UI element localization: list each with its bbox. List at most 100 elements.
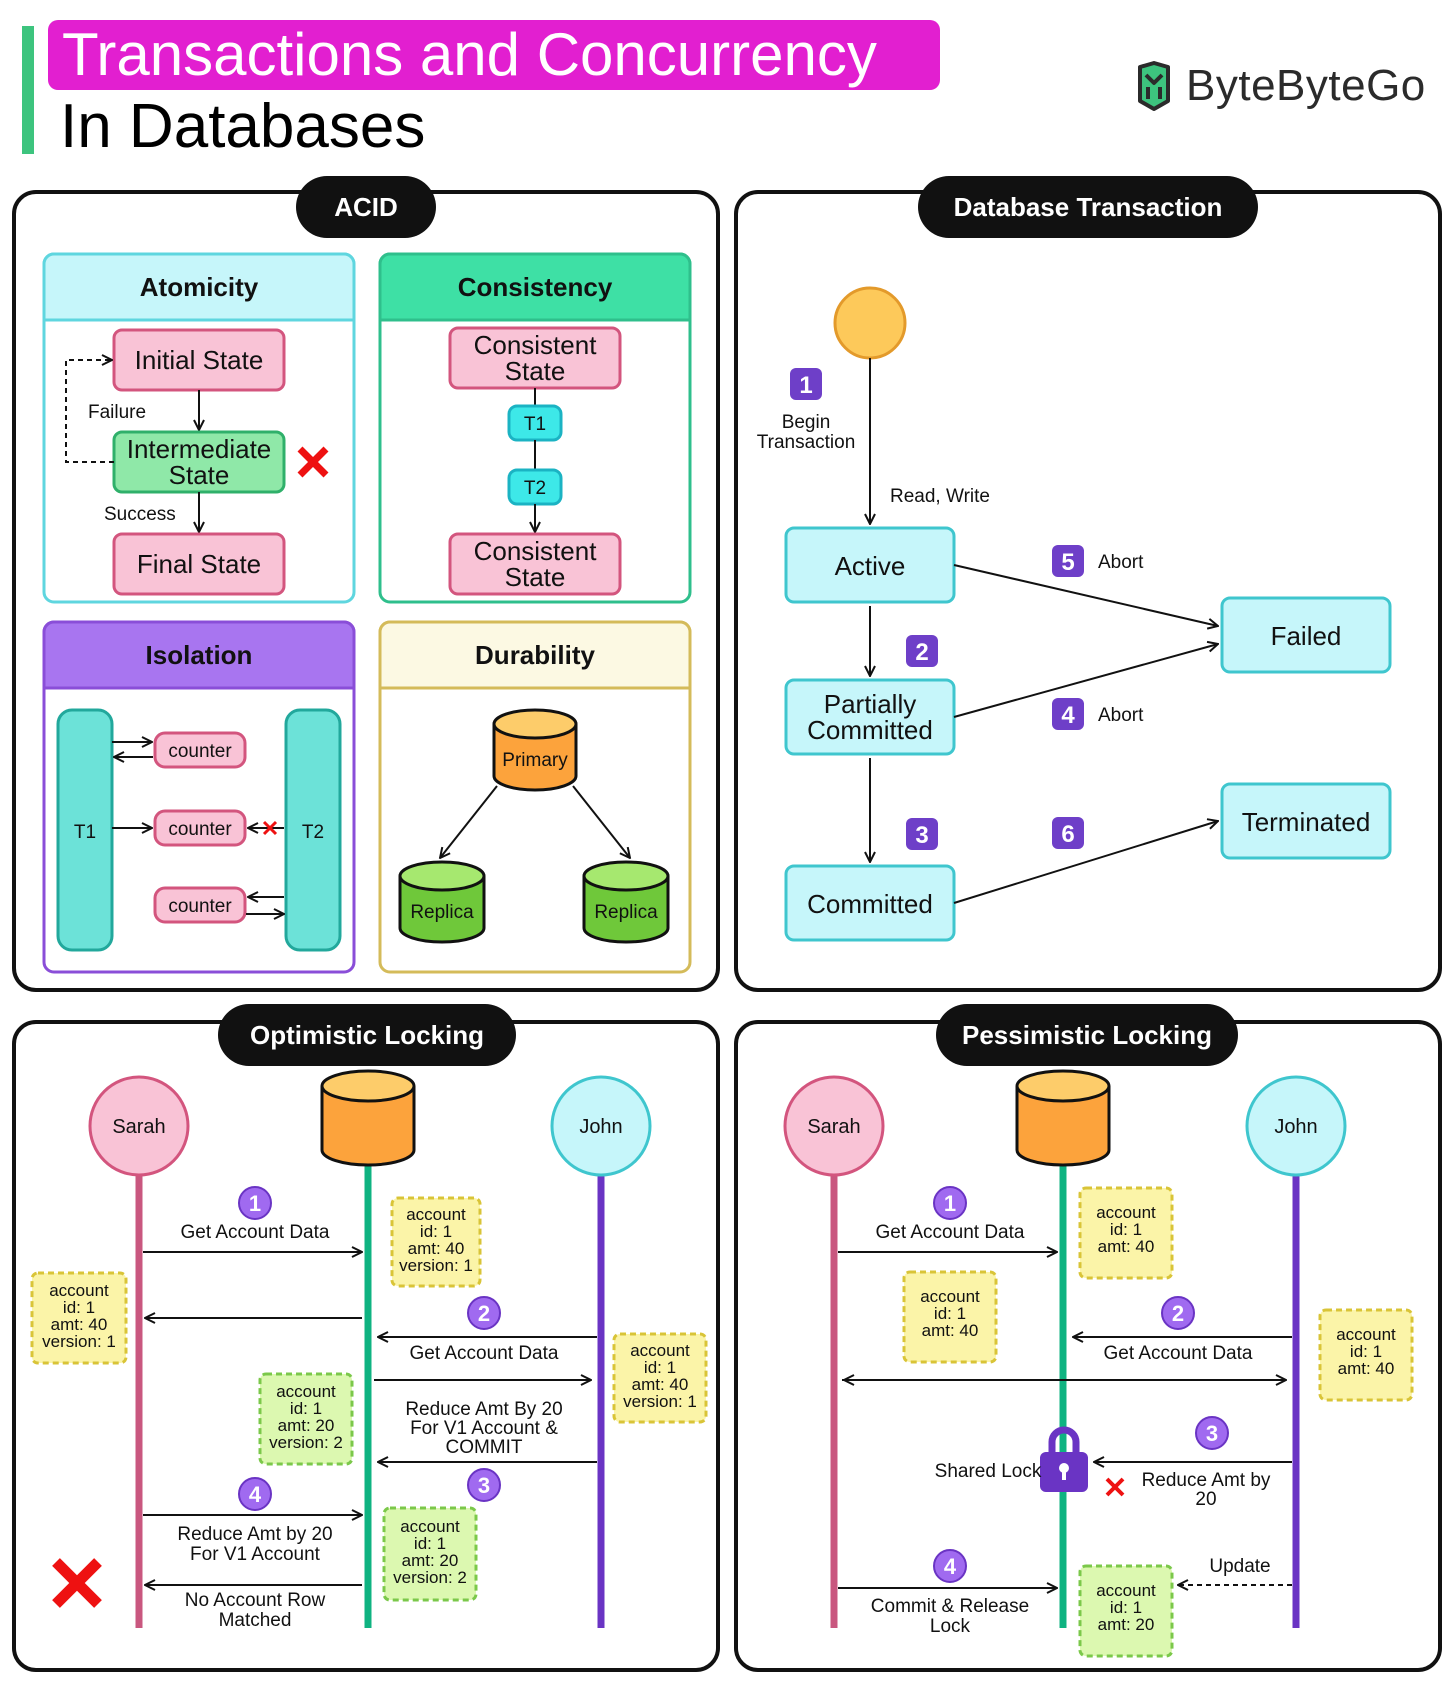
pes-note-sarah: account id: 1 amt: 40 xyxy=(902,1270,998,1364)
pes-note-john: account id: 1 amt: 40 xyxy=(1318,1308,1414,1402)
opt-reduce-commit-l1: Reduce Amt By 20 xyxy=(405,1399,562,1420)
state-terminated xyxy=(1220,782,1392,860)
svg-text:amt: 40: amt: 40 xyxy=(1338,1359,1395,1378)
svg-text:id: 1: id: 1 xyxy=(644,1358,676,1377)
consistent-state-top-l2: State xyxy=(505,356,566,386)
active-label: Active xyxy=(835,551,906,581)
svg-text:2: 2 xyxy=(915,639,928,666)
svg-text:3: 3 xyxy=(1206,1421,1218,1446)
pes-get-data-1: Get Account Data xyxy=(876,1222,1025,1243)
lock-icon xyxy=(1040,1426,1088,1492)
isolation-t2: T2 xyxy=(302,822,324,843)
opt-no-row-l2: Matched xyxy=(219,1610,292,1631)
pes-commit-l1: Commit & Release xyxy=(871,1596,1029,1617)
isolation-header: Isolation xyxy=(146,640,253,670)
consistency-t2: T2 xyxy=(524,478,546,499)
opt-step-3 xyxy=(467,1468,501,1502)
start-node xyxy=(833,286,907,360)
pes-update-label: Update xyxy=(1209,1556,1270,1577)
p-john-label: John xyxy=(1274,1116,1317,1138)
failure-label: Failure xyxy=(88,402,146,423)
svg-text:amt: 40: amt: 40 xyxy=(1098,1237,1155,1256)
isolation-t1: T1 xyxy=(74,822,96,843)
sarah-avatar xyxy=(783,1075,885,1177)
pes-step-1 xyxy=(933,1186,967,1220)
consistency-header: Consistency xyxy=(458,272,613,302)
svg-text:id: 1: id: 1 xyxy=(420,1222,452,1241)
svg-text:amt: 20: amt: 20 xyxy=(402,1551,459,1570)
john-avatar xyxy=(550,1075,652,1177)
svg-text:id: 1: id: 1 xyxy=(934,1304,966,1323)
svg-text:version: 1: version: 1 xyxy=(42,1332,116,1351)
svg-text:id: 1: id: 1 xyxy=(1350,1342,1382,1361)
svg-text:account: account xyxy=(406,1205,466,1224)
atomicity-header: Atomicity xyxy=(140,272,259,302)
counter-3: counter xyxy=(168,896,232,917)
svg-text:id: 1: id: 1 xyxy=(1110,1598,1142,1617)
opt-reduce-v1-l2: For V1 Account xyxy=(190,1544,321,1565)
abort-label-5: Abort xyxy=(1098,552,1144,573)
svg-text:account: account xyxy=(630,1341,690,1360)
brand: ByteByteGo xyxy=(1134,58,1426,114)
step-badge-5 xyxy=(1052,545,1084,577)
opt-note-green-2: account id: 1 amt: 20 version: 2 xyxy=(382,1506,478,1602)
replica-db-icon: Replica xyxy=(582,860,670,944)
fail-x-icon xyxy=(297,446,329,478)
intermediate-state-l2: State xyxy=(169,460,230,490)
replica-label-left: Replica xyxy=(410,902,474,923)
step-badge-6 xyxy=(1052,817,1084,849)
svg-text:3: 3 xyxy=(478,1473,490,1498)
svg-text:2: 2 xyxy=(1172,1301,1184,1326)
john-label: John xyxy=(579,1116,622,1138)
svg-text:account: account xyxy=(920,1287,980,1306)
acid-label: ACID xyxy=(334,192,398,222)
begin-label-l2: Transaction xyxy=(757,432,856,453)
pes-note-1: account id: 1 amt: 40 xyxy=(1078,1186,1174,1280)
optimistic-panel: Optimistic Locking Sarah John 1 Get Acco… xyxy=(12,1004,720,1672)
database-icon xyxy=(1015,1069,1111,1167)
svg-text:1: 1 xyxy=(944,1191,956,1216)
state-failed xyxy=(1220,596,1392,674)
svg-text:account: account xyxy=(1096,1203,1156,1222)
transaction-panel: Database Transaction 1 Begin Transaction… xyxy=(734,176,1442,992)
initial-state: Initial State xyxy=(135,345,264,375)
svg-text:account: account xyxy=(400,1517,460,1536)
acid-panel: ACID Atomicity Initial State Failure Int… xyxy=(12,176,720,992)
durability-header: Durability xyxy=(475,640,595,670)
pes-note-green: account id: 1 amt: 20 xyxy=(1078,1564,1174,1658)
primary-db-icon: Primary xyxy=(492,708,578,792)
failed-label: Failed xyxy=(1271,621,1342,651)
p-sarah-label: Sarah xyxy=(807,1116,860,1138)
sarah-avatar xyxy=(88,1075,190,1177)
consistent-state-bottom-l1: Consistent xyxy=(474,536,598,566)
primary-label: Primary xyxy=(502,750,568,771)
opt-get-data-2: Get Account Data xyxy=(410,1343,559,1364)
title-accent-bar xyxy=(22,26,34,154)
svg-text:5: 5 xyxy=(1061,549,1074,576)
partial-label-l2: Committed xyxy=(807,715,933,745)
svg-text:amt: 20: amt: 20 xyxy=(278,1416,335,1435)
optimistic-label: Optimistic Locking xyxy=(250,1020,484,1050)
opt-reduce-commit-l2: For V1 Account & xyxy=(410,1418,558,1439)
svg-text:amt: 40: amt: 40 xyxy=(408,1239,465,1258)
pes-commit-l2: Lock xyxy=(930,1616,971,1637)
svg-text:amt: 40: amt: 40 xyxy=(51,1315,108,1334)
pes-reduce-l1: Reduce Amt by xyxy=(1142,1470,1271,1491)
svg-text:1: 1 xyxy=(799,372,812,399)
pes-step-3 xyxy=(1195,1416,1229,1450)
success-label: Success xyxy=(104,504,176,525)
brand-name: ByteByteGo xyxy=(1186,61,1426,110)
committed-label: Committed xyxy=(807,889,933,919)
rejected-x-icon xyxy=(52,1558,102,1608)
shared-lock-label: Shared Lock xyxy=(935,1461,1042,1482)
svg-text:4: 4 xyxy=(944,1554,957,1579)
blocked-x-icon xyxy=(262,820,278,836)
opt-step-4 xyxy=(238,1477,272,1511)
opt-note-1: account id: 1 amt: 40 version: 1 xyxy=(390,1196,482,1288)
begin-label-l1: Begin xyxy=(782,412,831,433)
blocked-x-icon xyxy=(1105,1477,1125,1497)
svg-text:id: 1: id: 1 xyxy=(414,1534,446,1553)
svg-text:amt: 40: amt: 40 xyxy=(922,1321,979,1340)
partial-label-l1: Partially xyxy=(824,689,916,719)
